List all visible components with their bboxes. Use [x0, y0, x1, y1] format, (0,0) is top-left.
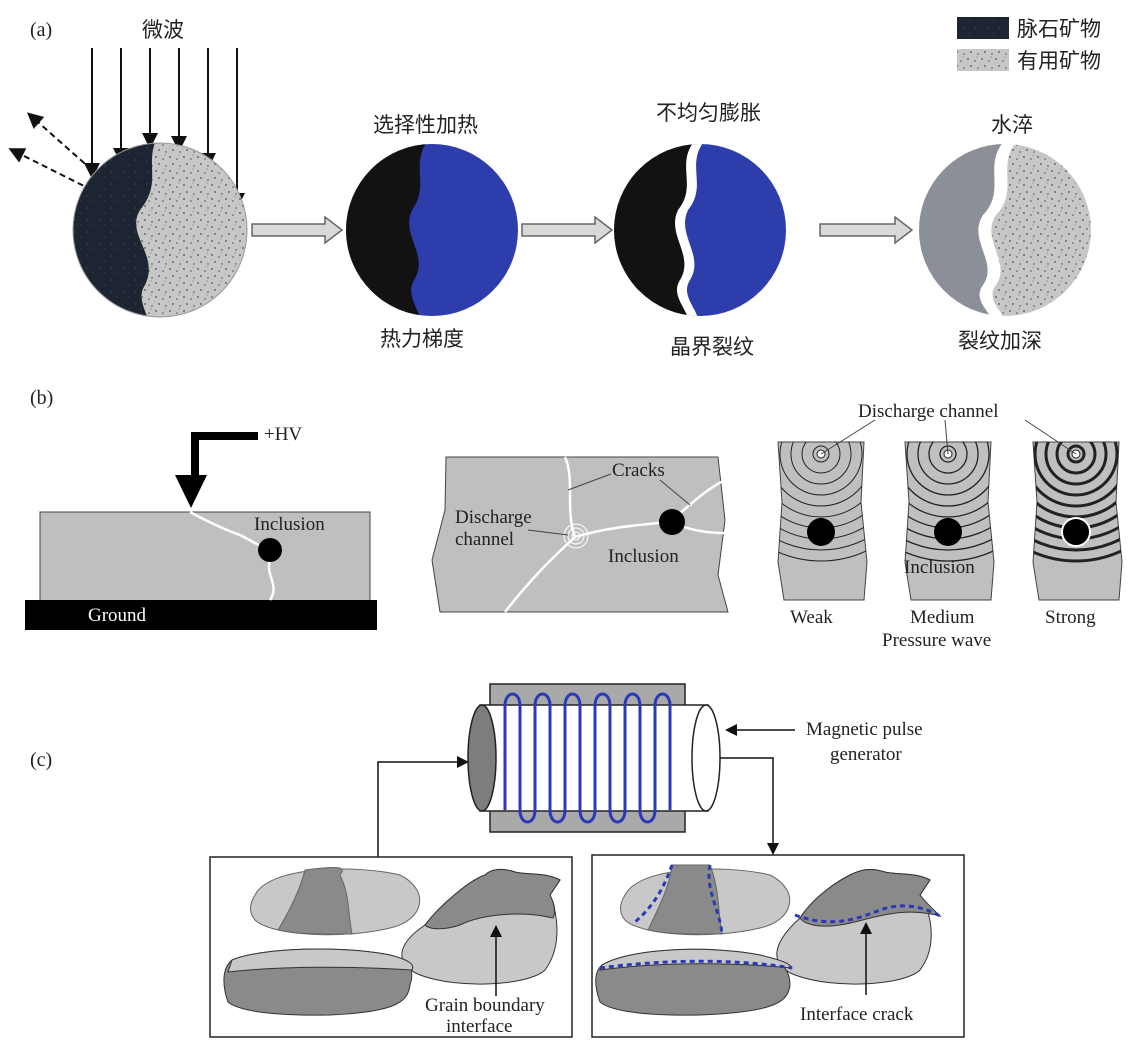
inclusion	[659, 509, 685, 535]
inclusion	[934, 518, 962, 546]
interface-crack-line	[794, 904, 941, 924]
grain-phase	[277, 867, 353, 935]
process-arrow	[521, 215, 614, 245]
grain-boundary-label-line2: interface	[446, 1016, 512, 1037]
grain-boundary-label-line1: Grain boundary	[425, 995, 545, 1016]
cylinder-end-right	[691, 704, 721, 812]
leader-line	[527, 529, 569, 536]
grain-phase	[424, 868, 561, 930]
panel-b: (b) Ground +HV Inclusion Cracks Disch	[25, 387, 1123, 651]
generator-label-line2: generator	[830, 744, 902, 765]
leader-line	[659, 479, 691, 506]
step1-top-label: 选择性加热	[373, 113, 478, 137]
legend: 脉石矿物 有用矿物	[957, 17, 1101, 73]
ground-plate	[25, 600, 377, 630]
ground-label: Ground	[88, 605, 147, 626]
grain-phase	[647, 864, 723, 935]
grain-phase	[599, 948, 793, 971]
inclusion-label: Inclusion	[254, 514, 325, 535]
pressure-wave-panels	[777, 419, 1123, 601]
panel-b-label: (b)	[30, 387, 53, 409]
hv-electrode	[175, 432, 258, 508]
inclusion	[1061, 517, 1091, 547]
medium-label: Medium	[910, 607, 975, 628]
crack-path	[267, 559, 275, 601]
legend-useful: 有用矿物	[1017, 49, 1101, 73]
rock-block	[39, 511, 371, 605]
discharge-label-line1: Discharge	[455, 507, 532, 528]
microwave-label: 微波	[142, 18, 184, 42]
interface-crack-line	[599, 959, 793, 970]
weak-label: Weak	[790, 607, 833, 628]
step3-bottom-label: 裂纹加深	[958, 329, 1042, 353]
leader-line	[567, 473, 612, 491]
legend-swatch-useful	[957, 49, 1009, 71]
strong-label: Strong	[1045, 607, 1096, 628]
panel-a-label: (a)	[30, 19, 52, 41]
generator-label-line1: Magnetic pulse	[806, 719, 923, 740]
ore-particle-quenched	[919, 144, 1091, 316]
grain-phase	[227, 948, 414, 973]
microwave-rays	[8, 48, 245, 209]
panel-c: (c) Magnetic pulse generator Grain bound…	[30, 683, 965, 1038]
interface-crack-label: Interface crack	[800, 1004, 914, 1025]
weak-panel	[777, 419, 876, 601]
pressure-wave-label: Pressure wave	[882, 630, 991, 651]
process-arrow	[819, 215, 914, 245]
process-arrow	[251, 215, 344, 245]
discharge-channel-swirl	[563, 523, 589, 549]
inclusion-label-2: Inclusion	[608, 546, 679, 567]
ore-particle-heated	[346, 144, 518, 316]
step2-bottom-label: 晶界裂纹	[670, 335, 754, 359]
coil	[503, 692, 672, 824]
wire-right	[720, 757, 779, 855]
cracks-label: Cracks	[612, 460, 665, 481]
discharge-label-line2: channel	[455, 529, 514, 550]
step1-bottom-label: 热力梯度	[380, 327, 464, 351]
step3-top-label: 水淬	[991, 113, 1033, 137]
inclusion	[807, 518, 835, 546]
step2-top-label: 不均匀膨胀	[656, 101, 761, 125]
inclusion	[258, 538, 282, 562]
cylinder-end-left	[467, 704, 497, 812]
wire-left	[377, 756, 469, 857]
hv-label: +HV	[264, 424, 302, 445]
interface-crack-line	[634, 864, 724, 935]
panel-a: (a) 微波 脉石矿物 有用矿物 选择性加热	[8, 17, 1101, 359]
ore-particle-expanded	[614, 144, 786, 316]
strong-panel	[1024, 419, 1123, 601]
panel-c-label: (c)	[30, 749, 52, 771]
medium-panel	[904, 419, 995, 601]
inclusion-label-3: Inclusion	[904, 557, 975, 578]
legend-swatch-gangue	[957, 17, 1009, 39]
legend-gangue: 脉石矿物	[1017, 17, 1101, 41]
discharge-channel-top-label: Discharge channel	[858, 401, 999, 422]
grain-phase	[799, 868, 942, 927]
